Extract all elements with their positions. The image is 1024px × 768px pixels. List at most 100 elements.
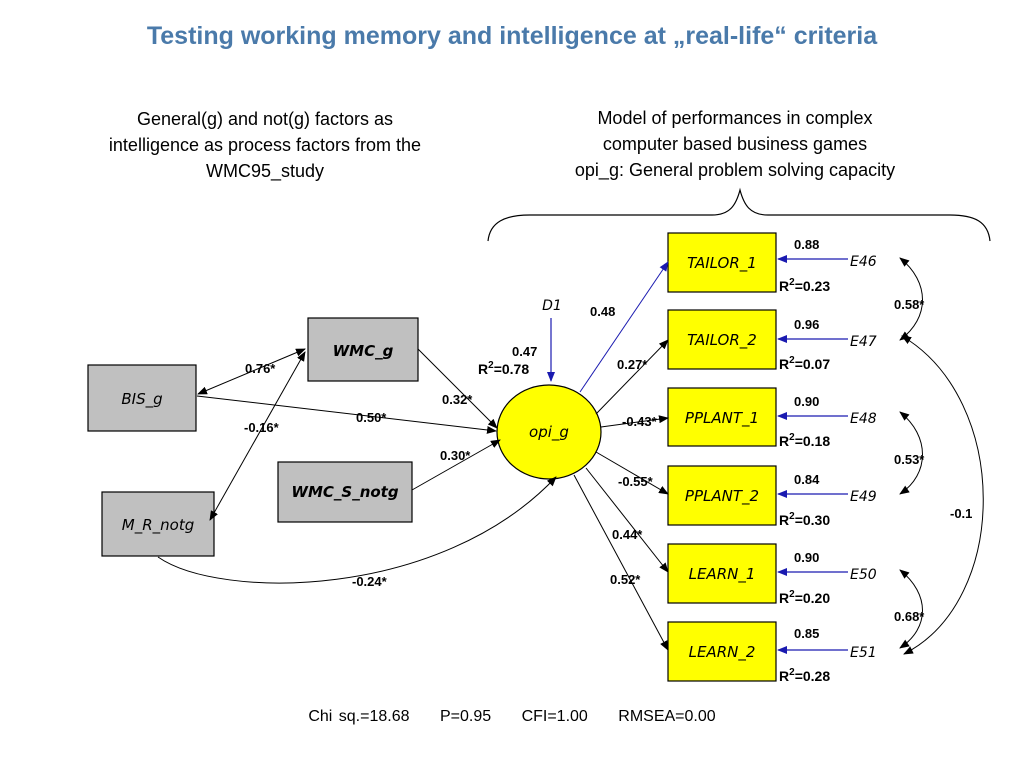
- error-e48: 0.90 R2=0.18 E48: [777, 394, 877, 449]
- r2-label: R2=0.30: [779, 511, 830, 528]
- path-wmc-mr: [209, 351, 306, 521]
- tailor-1-box: TAILOR_1: [667, 232, 777, 293]
- wmc-g-box: WMC_g: [307, 317, 419, 382]
- r2-superscript: 2: [789, 667, 795, 678]
- path-wmc-opi: [417, 348, 498, 429]
- error-coef: 0.90: [794, 550, 819, 565]
- rmsea-stat: RMSEA=0.00: [618, 708, 716, 725]
- r2-superscript: 2: [789, 277, 795, 288]
- pplant-1-label: PPLANT_1: [685, 409, 759, 428]
- loading-tailor-2-value: 0.27*: [617, 357, 648, 372]
- r2-prefix: R: [779, 512, 789, 528]
- pplant-1-box: PPLANT_1: [667, 387, 777, 447]
- coef-wmc-mr: -0.16*: [244, 420, 280, 435]
- cov-e46-e47-value: 0.58*: [894, 297, 925, 312]
- r2-label: R2=0.28: [779, 667, 830, 684]
- r2-prefix: R: [779, 278, 789, 294]
- r2-value: =0.30: [795, 512, 831, 528]
- loading-tailor-1: [579, 261, 669, 393]
- fit-statistics: Chi sq.=18.68 P=0.95 CFI=1.00 RMSEA=0.00: [0, 708, 1024, 726]
- r2-label: R2=0.07: [779, 355, 830, 372]
- error-e49: 0.84 R2=0.30 E49: [777, 472, 877, 528]
- r2-superscript: 2: [789, 511, 795, 522]
- coef-bis-wmc: 0.76*: [245, 361, 276, 376]
- loading-pplant-2-value: -0.55*: [618, 474, 654, 489]
- r2-superscript: 2: [789, 432, 795, 443]
- error-e51: 0.85 R2=0.28 E51: [777, 626, 877, 684]
- left-caption-line: WMC95_study: [205, 161, 325, 181]
- coef-wmcs-opi: 0.30*: [440, 448, 471, 463]
- error-e50: 0.90 R2=0.20 E50: [777, 550, 877, 606]
- learn-2-box: LEARN_2: [667, 621, 777, 682]
- path-wmcs-opi: [411, 439, 501, 491]
- r2-label: R2=0.20: [779, 589, 830, 606]
- error-coef: 0.85: [794, 626, 819, 641]
- m-r-notg-box: M_R_notg: [101, 491, 215, 557]
- error-e46: 0.88 R2=0.23 E46: [777, 237, 877, 294]
- error-label: E46: [850, 254, 877, 270]
- path-bis-opi: [196, 395, 497, 434]
- r2-prefix: R: [779, 433, 789, 449]
- loading-learn-2-value: 0.52*: [610, 572, 641, 587]
- r2-value: =0.20: [795, 590, 831, 606]
- cov-e47-e51: [901, 335, 984, 655]
- loading-tailor-1-value: 0.48: [590, 304, 615, 319]
- right-caption-line: opi_g: General problem solving capacity: [574, 160, 896, 180]
- coef-wmc-opi: 0.32*: [442, 392, 473, 407]
- r2-value: =0.28: [795, 668, 831, 684]
- right-caption: Model of performances in complex compute…: [515, 105, 955, 183]
- right-caption-line: computer based business games: [602, 134, 868, 154]
- r2-value: =0.07: [795, 356, 831, 372]
- page-title: Testing working memory and intelligence …: [146, 22, 878, 50]
- tailor-2-box: TAILOR_2: [667, 309, 777, 370]
- loading-tailor-2: [595, 339, 669, 415]
- m-r-notg-label: M_R_notg: [122, 516, 194, 535]
- learn-2-label: LEARN_2: [689, 643, 756, 662]
- r2-superscript: 2: [789, 589, 795, 600]
- d1-r2: R2=0.78: [478, 360, 529, 377]
- r2-label: R2=0.18: [779, 432, 830, 449]
- chi-square-stat: Chi sq.=18.68: [308, 708, 410, 725]
- r2-label: R2=0.23: [779, 277, 830, 294]
- cov-e48-e49-value: 0.53*: [894, 452, 925, 467]
- opi-g-label: opi_g: [529, 423, 569, 442]
- tailor-1-label: TAILOR_1: [687, 254, 757, 273]
- error-e47: 0.96 R2=0.07 E47: [777, 317, 877, 372]
- loading-learn-2: [573, 474, 669, 651]
- r2-superscript: 2: [488, 360, 494, 371]
- cov-e50-e51-value: 0.68*: [894, 609, 925, 624]
- left-caption-line: General(g) and not(g) factors as: [136, 109, 394, 129]
- d1-label: D1: [542, 298, 562, 314]
- loading-pplant-1: [600, 415, 669, 428]
- r2-prefix: R: [779, 668, 789, 684]
- wmc-g-label: WMC_g: [333, 342, 394, 360]
- r2-prefix: R: [478, 361, 488, 377]
- opi-g-ellipse: opi_g: [496, 384, 602, 480]
- left-caption: General(g) and not(g) factors as intelli…: [55, 106, 475, 184]
- curly-brace: [487, 187, 991, 242]
- error-label: E48: [850, 411, 877, 427]
- r2-prefix: R: [779, 590, 789, 606]
- cfi-stat: CFI=1.00: [521, 708, 588, 725]
- tailor-2-label: TAILOR_2: [687, 331, 757, 350]
- error-coef: 0.90: [794, 394, 819, 409]
- r2-superscript: 2: [789, 355, 795, 366]
- loading-pplant-1-value: -0.43*: [622, 414, 658, 429]
- right-caption-line: Model of performances in complex: [597, 108, 873, 128]
- pplant-2-box: PPLANT_2: [667, 465, 777, 526]
- d1-value: 0.47: [512, 344, 537, 359]
- error-label: E49: [850, 489, 877, 505]
- wmc-s-notg-label: WMC_S_notg: [291, 483, 398, 501]
- error-coef: 0.84: [794, 472, 820, 487]
- p-value-stat: P=0.95: [439, 708, 492, 725]
- loading-pplant-2: [595, 451, 669, 495]
- bis-g-label: BIS_g: [121, 390, 162, 409]
- error-coef: 0.96: [794, 317, 819, 332]
- error-coef: 0.88: [794, 237, 819, 252]
- learn-1-box: LEARN_1: [667, 543, 777, 604]
- error-label: E47: [850, 334, 877, 350]
- r2-value: =0.18: [795, 433, 831, 449]
- bis-g-box: BIS_g: [87, 364, 197, 432]
- wmc-s-notg-box: WMC_S_notg: [277, 461, 413, 523]
